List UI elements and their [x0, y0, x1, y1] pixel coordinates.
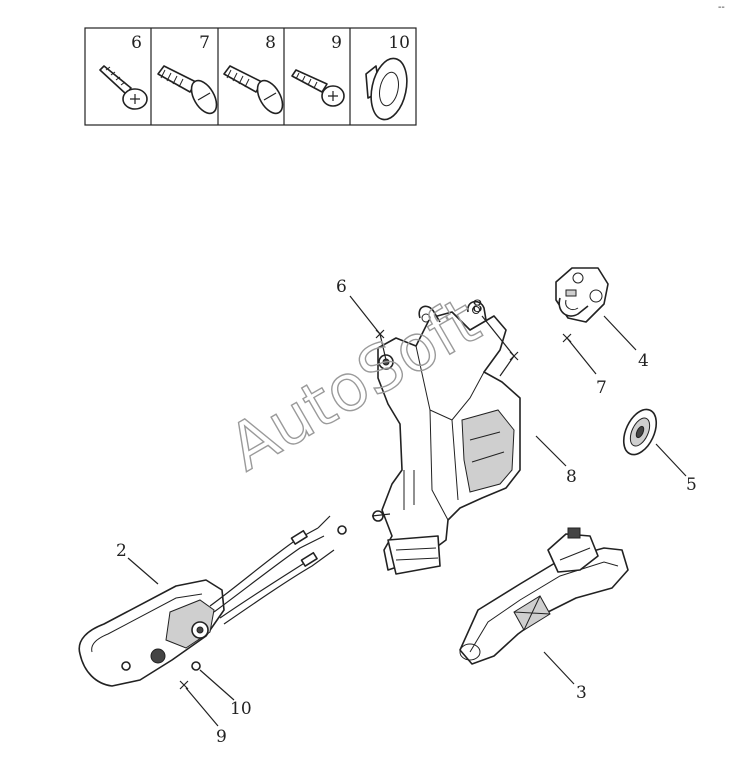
plastic-clip-icon — [365, 57, 408, 121]
leader-lines — [127, 295, 687, 727]
countersunk-bolt-icon — [157, 65, 218, 115]
hardware-number: 7 — [199, 33, 210, 53]
hardware-number: 6 — [131, 33, 142, 53]
hardware-number: 10 — [388, 33, 410, 53]
callout-number: 8 — [472, 297, 483, 317]
hardware-number: 8 — [265, 33, 276, 53]
hardware-number: 9 — [331, 33, 342, 53]
hardware-table: 6 7 8 9 10 — [84, 27, 417, 126]
callout-number: 6 — [336, 277, 347, 297]
inner-handle-frame — [78, 515, 347, 687]
callout-number: 4 — [638, 351, 649, 371]
outer-door-handle — [459, 527, 629, 665]
countersunk-bolt-icon — [223, 65, 284, 115]
callout-number: 10 — [230, 699, 252, 719]
door-striker — [555, 267, 609, 323]
callout-number: 8 — [566, 467, 577, 487]
callout-number: 3 — [576, 683, 587, 703]
callout-number: 5 — [686, 475, 697, 495]
callout-number: 7 — [596, 378, 607, 398]
pan-head-screw-icon — [291, 69, 345, 107]
callouts: 6 8 4 7 8 5 2 3 10 9 — [116, 277, 697, 747]
corner-mark: -- — [718, 2, 725, 13]
callout-number: 2 — [116, 541, 127, 561]
callout-number: 9 — [216, 727, 227, 747]
pan-head-tapping-screw-icon — [99, 65, 148, 110]
grommet — [622, 408, 658, 456]
door-lock-actuator — [371, 300, 521, 575]
